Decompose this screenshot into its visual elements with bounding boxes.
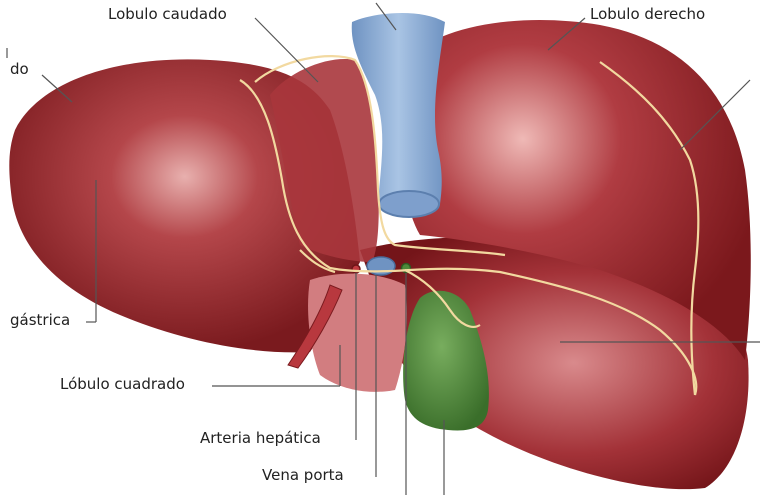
label-left-lobe-partial: do bbox=[10, 60, 29, 78]
label-caudate-lobe: Lobulo caudado bbox=[108, 5, 227, 23]
hepatic-artery-vessel bbox=[287, 284, 343, 369]
leader-caudate bbox=[254, 17, 319, 83]
quadrate-lobe bbox=[308, 273, 407, 392]
label-quadrate-lobe: Lóbulo cuadrado bbox=[60, 375, 185, 393]
label-portal-vein: Vena porta bbox=[262, 466, 344, 484]
label-gastric-partial: gástrica bbox=[10, 311, 71, 329]
vena-cava-opening bbox=[378, 190, 440, 218]
leader-right-edge bbox=[679, 79, 751, 151]
boundary-lines bbox=[239, 55, 700, 396]
leader-top bbox=[375, 2, 397, 31]
label-right-lobe: Lobulo derecho bbox=[590, 5, 706, 23]
label-hepatic-artery: Arteria hepática bbox=[200, 429, 321, 447]
right-lobe bbox=[400, 20, 751, 360]
leader-right-lobe bbox=[547, 17, 586, 51]
leader-lines bbox=[6, 2, 760, 495]
vena-cava bbox=[351, 12, 445, 215]
caudate-lobe bbox=[270, 59, 379, 262]
leader-left-top bbox=[41, 74, 73, 103]
